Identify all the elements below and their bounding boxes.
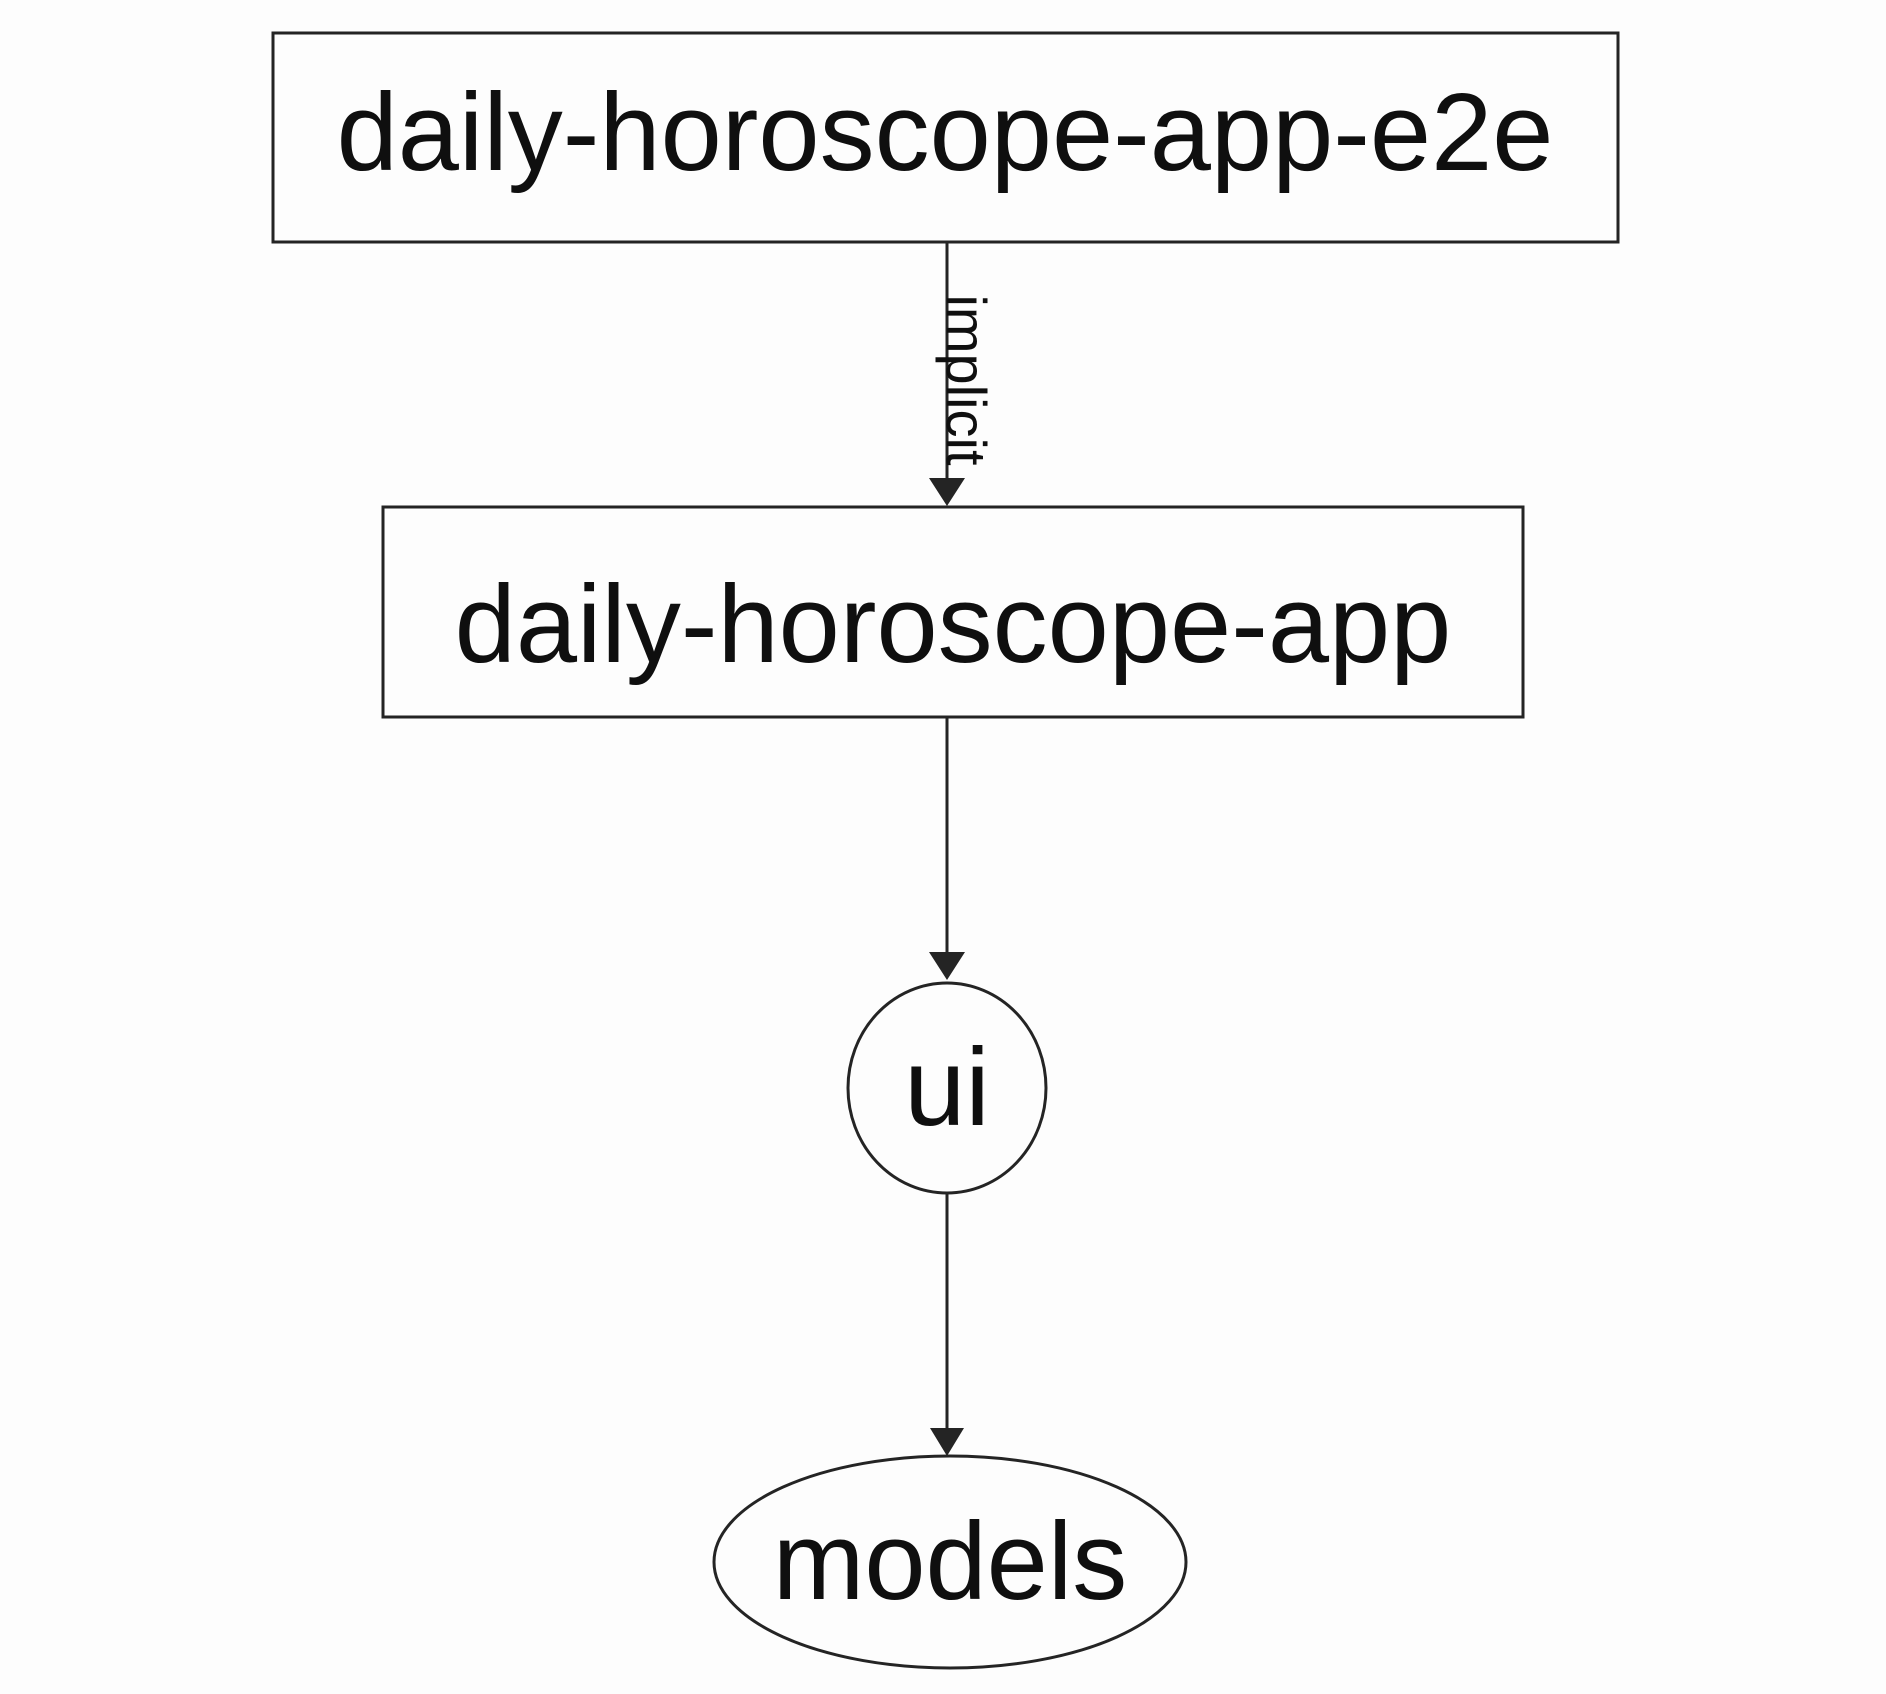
node-ellipse-models[interactable] — [712, 1454, 1188, 1670]
node-rect-daily-horoscope-app-e2e[interactable] — [271, 31, 1620, 244]
node-ellipse-ui[interactable] — [846, 981, 1048, 1195]
arrowhead-icon — [930, 1428, 964, 1456]
node-rect-daily-horoscope-app[interactable] — [381, 505, 1525, 719]
node-models[interactable]: models — [712, 1454, 1188, 1670]
arrowhead-icon — [929, 478, 965, 506]
edge-ui-to-models — [930, 1194, 964, 1456]
node-daily-horoscope-app[interactable]: daily-horoscope-app — [381, 505, 1525, 719]
node-label-models: models — [773, 1500, 1128, 1623]
arrowhead-icon — [929, 952, 965, 980]
node-label-daily-horoscope-app-e2e: daily-horoscope-app-e2e — [337, 71, 1554, 194]
node-label-ui: ui — [904, 1026, 990, 1149]
node-daily-horoscope-app-e2e[interactable]: daily-horoscope-app-e2e — [271, 31, 1620, 244]
edge-app-to-ui — [929, 717, 965, 980]
node-ui[interactable]: ui — [846, 981, 1048, 1195]
edge-label-implicit: implicit — [935, 294, 998, 466]
node-label-daily-horoscope-app: daily-horoscope-app — [455, 563, 1452, 686]
edge-e2e-to-app: implicit — [929, 242, 998, 506]
